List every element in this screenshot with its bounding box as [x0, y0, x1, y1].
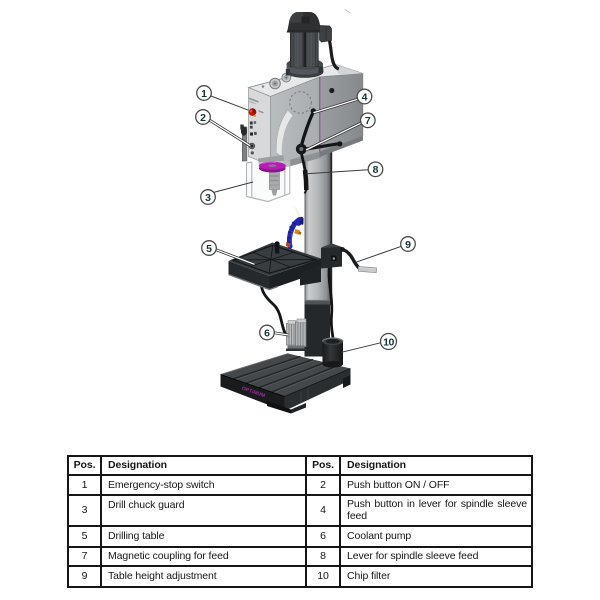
svg-text:10: 10 [383, 336, 394, 348]
svg-text:5: 5 [206, 243, 212, 255]
svg-text:9: 9 [405, 239, 411, 251]
svg-text:7: 7 [365, 115, 371, 127]
svg-text:6: 6 [264, 327, 270, 339]
svg-text:2: 2 [200, 112, 206, 124]
svg-text:1: 1 [201, 88, 207, 100]
svg-text:8: 8 [373, 164, 379, 176]
svg-text:3: 3 [205, 192, 211, 204]
svg-text:4: 4 [362, 91, 368, 103]
